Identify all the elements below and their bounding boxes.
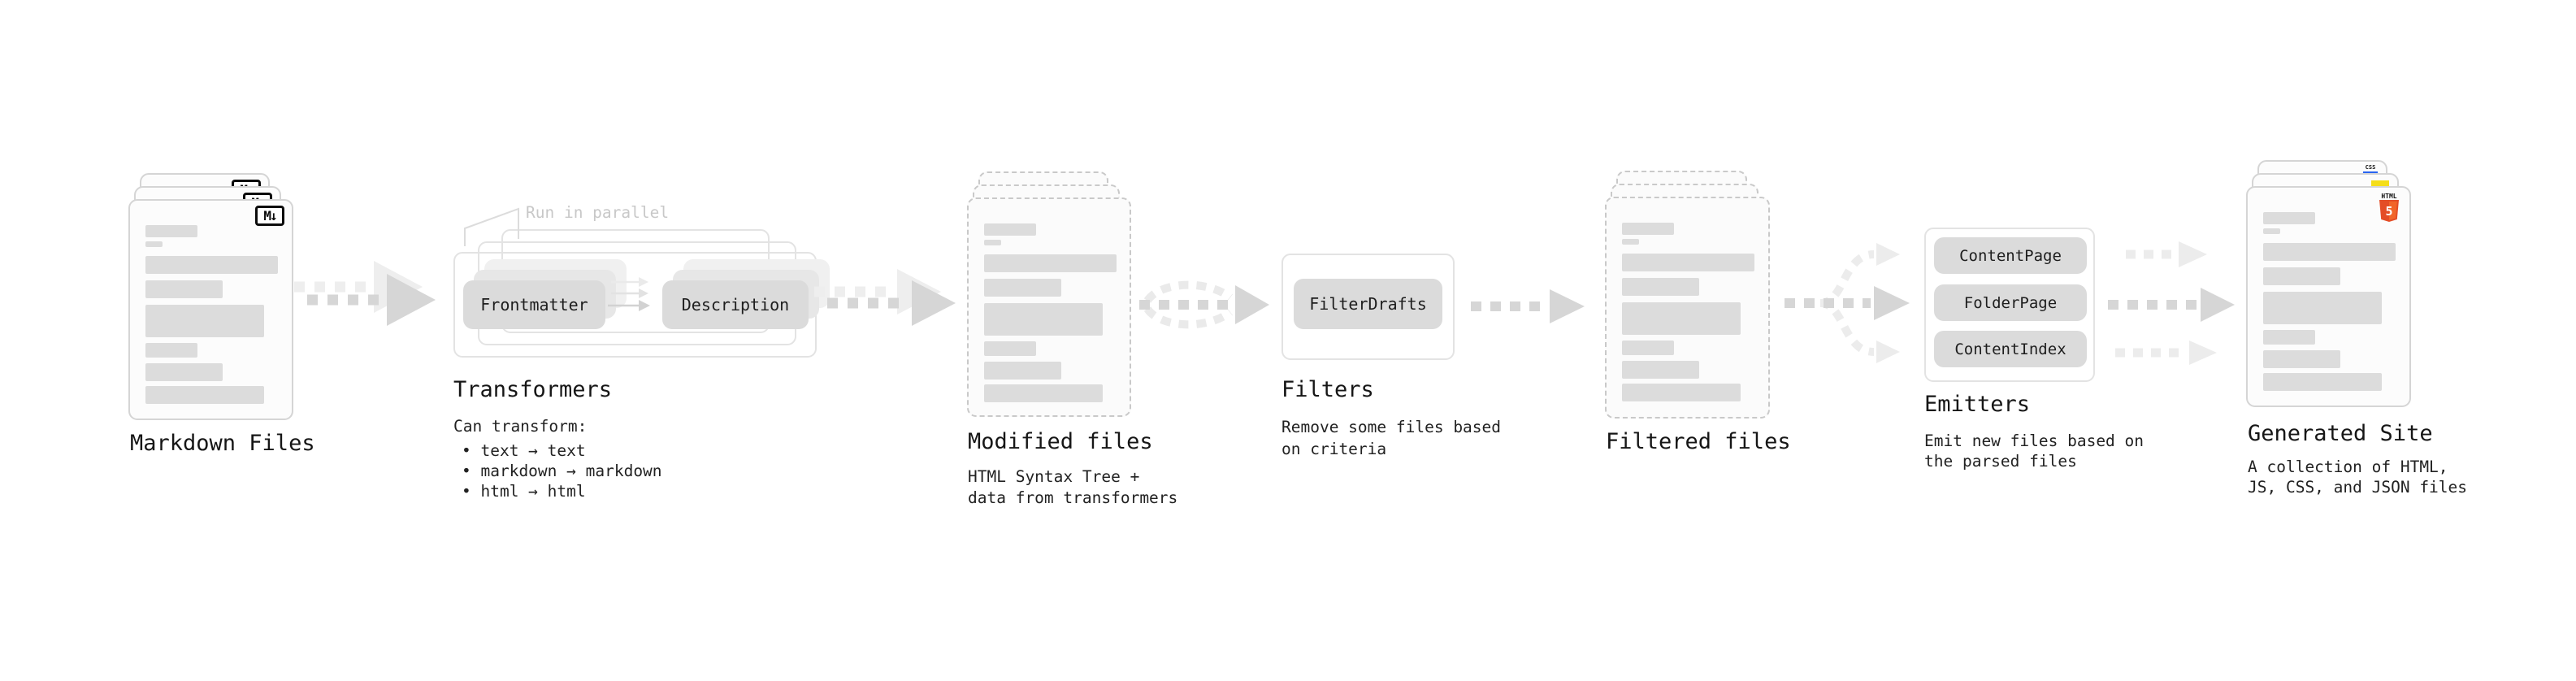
skeleton-line (1622, 223, 1674, 235)
stage-description-transformers: Can transform: • text → text • markdown … (453, 416, 662, 501)
stage-description-modified-files: HTML Syntax Tree + data from transformer… (968, 466, 1177, 509)
bullet-item: • markdown → markdown (462, 462, 662, 480)
emitters-box (1924, 228, 2095, 382)
desc-line: on criteria (1281, 440, 1387, 458)
skeleton-line (2263, 292, 2382, 324)
skeleton-line (2263, 267, 2340, 285)
contentindex-pill: ContentIndex (1934, 331, 2087, 367)
skeleton-line (2263, 228, 2280, 234)
desc-line: data from transformers (968, 488, 1178, 507)
desc-line: Remove some files based (1281, 418, 1502, 436)
stage-title-generated-site: Generated Site (2248, 421, 2433, 446)
stage-title-markdown-files: Markdown Files (130, 431, 315, 456)
skeleton-line (984, 384, 1103, 402)
arrow-modified-to-filters (1139, 280, 1269, 329)
skeleton-line (145, 343, 197, 358)
frontmatter-pill: Frontmatter (463, 280, 605, 329)
bullet-item: • html → html (462, 482, 586, 501)
arrow-emitters-to-generated (2108, 241, 2235, 365)
run-in-parallel-note: Run in parallel (526, 203, 670, 222)
skeleton-line (1622, 340, 1674, 355)
bullet-item: • text → text (462, 441, 586, 460)
markdown-icon: M↓ (255, 206, 284, 226)
filterdrafts-pill: FilterDrafts (1294, 279, 1442, 329)
stage-title-emitters: Emitters (1924, 392, 2031, 417)
stage-title-modified-files: Modified files (968, 429, 1153, 454)
skeleton-line (2263, 243, 2396, 261)
skeleton-line (984, 362, 1061, 380)
desc-line: the parsed files (1924, 452, 2077, 471)
js-icon (2371, 180, 2389, 189)
skeleton-line (145, 280, 223, 298)
desc-line: Emit new files based on (1924, 432, 2144, 450)
skeleton-line (984, 341, 1036, 356)
folderpage-pill: FolderPage (1934, 284, 2087, 321)
stage-description-filters: Remove some files based on criteria (1281, 416, 1501, 460)
description-pill: Description (662, 280, 809, 329)
stage-title-transformers: Transformers (453, 377, 613, 402)
arrow-filtered-to-emitters (1785, 243, 1910, 363)
skeleton-line (1622, 302, 1741, 335)
skeleton-line (984, 240, 1001, 245)
html5-shield: 5 (2379, 200, 2399, 222)
css-icon: CSS (2363, 165, 2378, 174)
stage-title-filters: Filters (1281, 377, 1374, 402)
arrow-filters-to-filtered (1471, 289, 1585, 323)
stage-title-filtered-files: Filtered files (1606, 429, 1791, 454)
skeleton-line (2263, 330, 2315, 345)
skeleton-line (145, 256, 278, 274)
modified-file-card (967, 197, 1131, 417)
generated-html-card: HTML 5 (2246, 186, 2411, 407)
filters-box (1281, 254, 1455, 360)
desc-line: HTML Syntax Tree + (968, 467, 1140, 486)
skeleton-line (1622, 384, 1741, 401)
skeleton-line (984, 279, 1061, 297)
skeleton-line (1622, 361, 1699, 379)
desc-line: JS, CSS, and JSON files (2248, 478, 2468, 497)
skeleton-line (984, 303, 1103, 336)
arrow-markdown-to-transformers (294, 261, 436, 326)
skeleton-line (2263, 373, 2382, 391)
filtered-file-card (1605, 197, 1770, 419)
skeleton-line (145, 225, 197, 237)
skeleton-line (1622, 254, 1754, 271)
skeleton-line (145, 305, 264, 337)
stage-description-generated-site: A collection of HTML, JS, CSS, and JSON … (2248, 457, 2467, 497)
skeleton-line (2263, 350, 2340, 368)
desc-line: A collection of HTML, (2248, 458, 2448, 476)
markdown-file-card: M↓ (128, 199, 293, 420)
skeleton-line (984, 254, 1117, 272)
skeleton-line (145, 386, 264, 404)
html5-icon: HTML 5 (2379, 193, 2400, 225)
skeleton-line (984, 223, 1036, 236)
arrow-transformers-to-modified (814, 269, 956, 326)
desc-line: Can transform: (453, 417, 588, 436)
stage-description-emitters: Emit new files based on the parsed files (1924, 431, 2144, 471)
skeleton-line (145, 363, 223, 381)
skeleton-line (1622, 278, 1699, 296)
contentpage-pill: ContentPage (1934, 237, 2087, 274)
skeleton-line (145, 241, 163, 247)
transform-bullet-list: • text → text • markdown → markdown • ht… (453, 440, 662, 501)
skeleton-line (2263, 212, 2315, 224)
skeleton-line (1622, 239, 1639, 245)
svg-text:5: 5 (2385, 204, 2392, 219)
